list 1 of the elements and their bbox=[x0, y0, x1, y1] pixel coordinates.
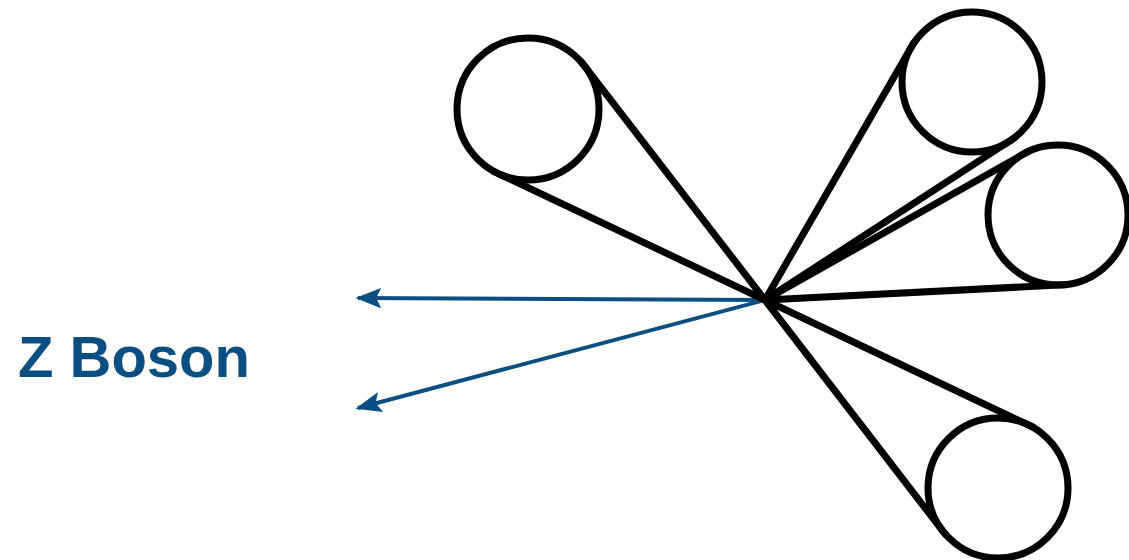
particle-label: Z Boson bbox=[18, 328, 250, 386]
